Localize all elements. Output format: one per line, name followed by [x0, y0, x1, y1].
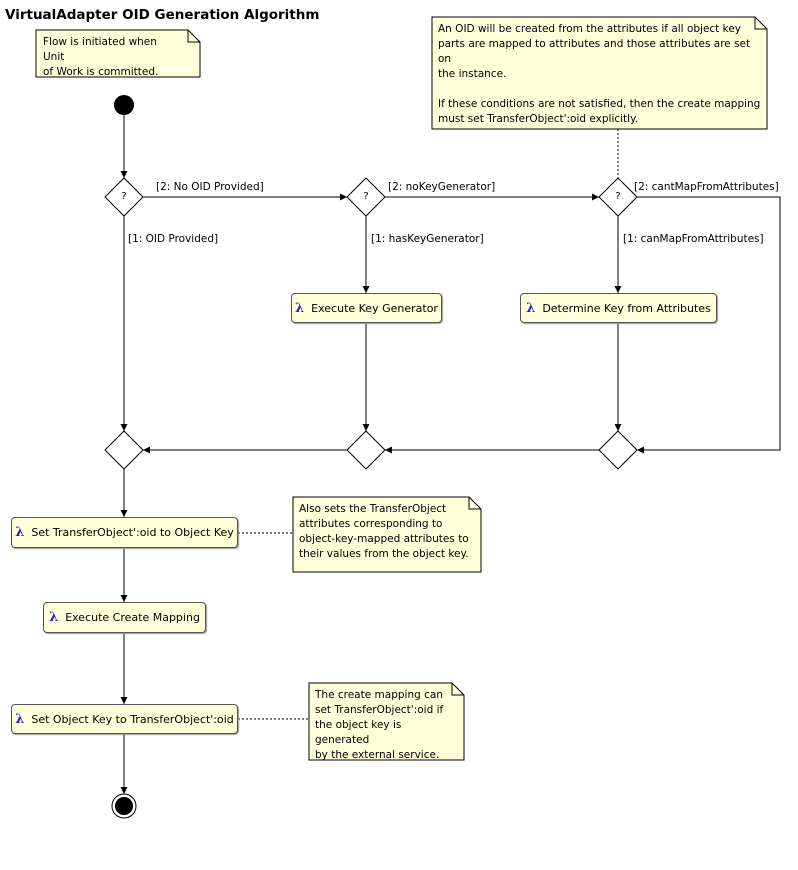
merge-node-right: [598, 430, 638, 470]
guard-no-key-generator: [2: noKeyGenerator]: [388, 181, 496, 193]
decision-symbol-2: ?: [363, 191, 369, 202]
final-node-inner: [115, 797, 133, 815]
action-label: Determine Key from Attributes: [542, 301, 711, 315]
action-label: Execute Key Generator: [311, 301, 438, 315]
note-shape-also-sets: [292, 496, 482, 573]
guard-oid-provided: [1: OID Provided]: [128, 233, 219, 245]
note-fold-create-mapping: [451, 683, 464, 696]
lambda-icon: λ: [15, 711, 25, 727]
note-shape-oid-created: [431, 16, 768, 130]
action-label: Set Object Key to TransferObject':oid: [31, 712, 234, 726]
action-determine-key-from-attributes: λ Determine Key from Attributes: [520, 293, 717, 323]
lambda-icon: λ: [526, 300, 536, 316]
guard-no-oid: [2: No OID Provided]: [156, 181, 264, 193]
lambda-icon: λ: [49, 610, 59, 625]
action-execute-key-generator: λ Execute Key Generator: [291, 293, 442, 323]
merge-node-left: [104, 430, 144, 470]
note-flow-start: Flow is initiated when Unit of Work is c…: [43, 36, 159, 78]
decision-symbol-1: ?: [121, 191, 127, 202]
action-label: Execute Create Mapping: [65, 611, 200, 624]
note-oid-created: An OID will be created from the attribut…: [438, 23, 761, 125]
note-also-sets: Also sets the TransferObject attributes …: [299, 503, 469, 560]
guard-cant-map: [2: cantMapFromAttributes]: [634, 181, 779, 193]
guard-has-key-generator: [1: hasKeyGenerator]: [371, 233, 484, 245]
diagram-title: VirtualAdapter OID Generation Algorithm: [5, 7, 320, 23]
note-shape-flow-start: [35, 29, 201, 78]
merge-node-middle: [346, 430, 386, 470]
note-fold-oid-created: [754, 17, 767, 30]
note-fold-flow-start: [187, 30, 200, 43]
action-set-transferobject-oid: λ Set TransferObject':oid to Object Key: [11, 517, 238, 548]
note-fold-also-sets: [468, 497, 481, 510]
initial-node: [114, 95, 134, 115]
action-set-object-key: λ Set Object Key to TransferObject':oid: [11, 704, 238, 734]
lambda-icon: λ: [15, 525, 25, 540]
guard-can-map: [1: canMapFromAttributes]: [623, 233, 764, 245]
flow-cant-map: [637, 196, 781, 454]
action-execute-create-mapping: λ Execute Create Mapping: [43, 602, 206, 633]
note-shape-create-mapping: [308, 682, 465, 761]
note-create-mapping: The create mapping can set TransferObjec…: [315, 689, 444, 761]
action-label: Set TransferObject':oid to Object Key: [31, 526, 234, 539]
lambda-icon: λ: [295, 300, 305, 316]
decision-symbol-3: ?: [615, 191, 621, 202]
